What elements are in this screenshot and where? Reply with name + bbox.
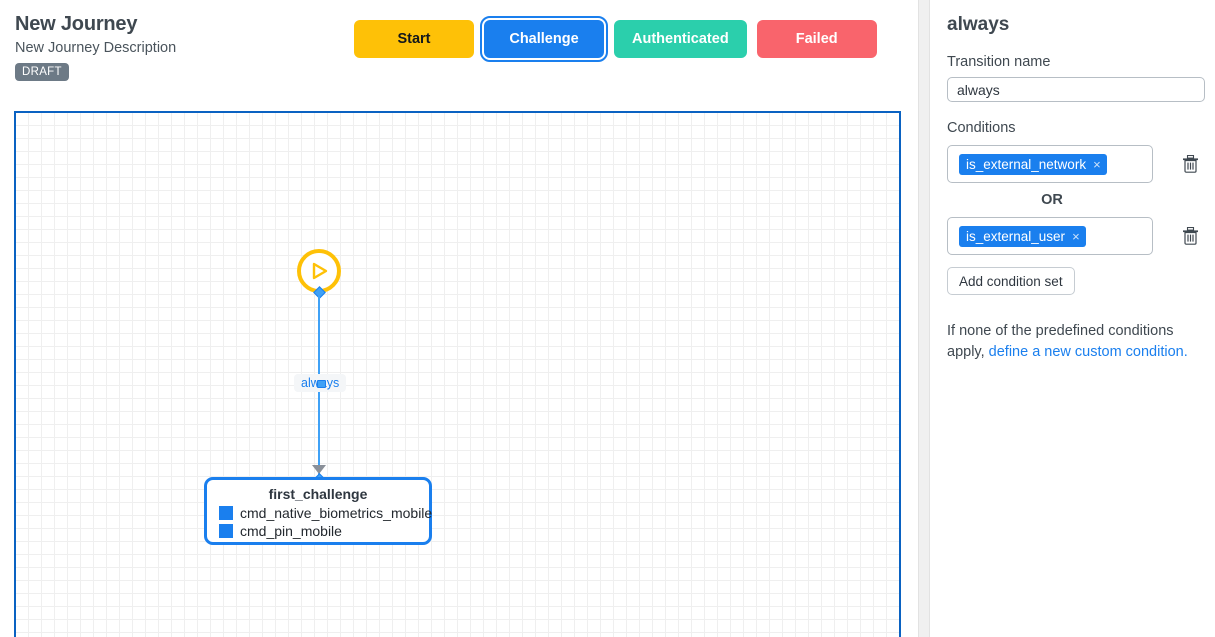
- condition-chip-label: is_external_network: [966, 156, 1087, 172]
- state-node-item-label: cmd_native_biometrics_mobile: [240, 505, 433, 521]
- remove-chip-icon[interactable]: ×: [1072, 228, 1080, 244]
- condition-set-row: is_external_network ×: [947, 145, 1199, 183]
- edge-arrow-icon: [312, 465, 326, 474]
- palette-button-challenge[interactable]: Challenge: [480, 16, 608, 62]
- condition-set-box[interactable]: is_external_network ×: [947, 145, 1153, 183]
- state-node-item-label: cmd_pin_mobile: [240, 523, 342, 539]
- or-separator-label: OR: [1041, 192, 1063, 208]
- remove-chip-icon[interactable]: ×: [1093, 156, 1101, 172]
- transition-properties-panel: always Transition name Conditions is_ext…: [931, 0, 1215, 637]
- delete-condition-set-icon[interactable]: [1182, 226, 1199, 245]
- state-node-item[interactable]: cmd_native_biometrics_mobile: [207, 505, 433, 521]
- help-text-prefix: If none of the predefined conditions app…: [947, 323, 1174, 360]
- node-palette: Start Challenge Authenticated Failed: [354, 16, 877, 62]
- palette-button-failed[interactable]: Failed: [756, 20, 877, 58]
- edge-selected-marker-icon[interactable]: [317, 380, 326, 388]
- flow-canvas[interactable]: always first_challenge cmd_native_biomet…: [14, 111, 901, 637]
- palette-button-start[interactable]: Start: [354, 20, 474, 58]
- condition-set-row: is_external_user ×: [947, 217, 1199, 255]
- add-condition-set-button[interactable]: Add condition set: [947, 267, 1075, 295]
- conditions-label: Conditions: [947, 120, 1016, 136]
- condition-chip-is-external-network[interactable]: is_external_network ×: [959, 153, 1107, 175]
- custom-condition-link[interactable]: define a new custom condition.: [988, 344, 1188, 360]
- state-node-item[interactable]: cmd_pin_mobile: [207, 523, 429, 539]
- start-node[interactable]: [297, 249, 341, 293]
- page-header: New Journey New Journey Description DRAF…: [0, 0, 918, 108]
- state-node-title: first_challenge: [268, 486, 368, 502]
- condition-set-box[interactable]: is_external_user ×: [947, 217, 1153, 255]
- conditions-help-text: If none of the predefined conditions app…: [947, 321, 1197, 363]
- panel-divider: [918, 0, 930, 637]
- transition-name-label: Transition name: [947, 54, 1051, 70]
- delete-condition-set-icon[interactable]: [1182, 154, 1199, 173]
- page-subtitle: New Journey Description: [15, 40, 177, 56]
- condition-chip-is-external-user[interactable]: is_external_user ×: [959, 225, 1086, 247]
- condition-chip-label: is_external_user: [966, 228, 1066, 244]
- color-swatch-icon: [219, 506, 233, 520]
- color-swatch-icon: [219, 524, 233, 538]
- main-area: New Journey New Journey Description DRAF…: [0, 0, 918, 637]
- play-icon: [309, 261, 329, 281]
- page-title: New Journey: [15, 13, 138, 35]
- transition-name-input[interactable]: [947, 77, 1205, 102]
- palette-button-authenticated[interactable]: Authenticated: [614, 20, 747, 58]
- panel-title: always: [947, 14, 1010, 35]
- state-node-first-challenge[interactable]: first_challenge cmd_native_biometrics_mo…: [204, 477, 432, 545]
- status-badge: DRAFT: [15, 63, 69, 81]
